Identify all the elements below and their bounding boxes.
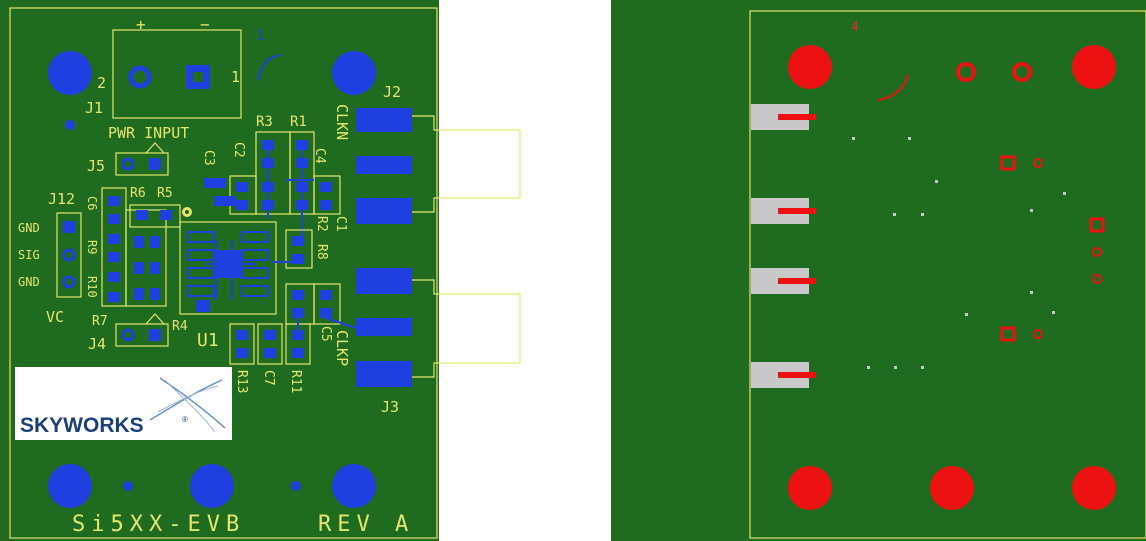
minus-label: −	[200, 15, 210, 34]
pin2-label: 2	[97, 74, 106, 92]
bottom-mounting-pad	[930, 466, 974, 510]
c1-label: C1	[333, 216, 348, 232]
bottom-mounting-pad	[788, 466, 832, 510]
r8-label: R8	[314, 244, 329, 260]
r3-label: R3	[256, 114, 273, 130]
c6-label: C6	[85, 196, 99, 210]
skyworks-logo: SKYWORKS ®	[15, 367, 232, 440]
j2-label: J2	[383, 83, 401, 101]
mounting-hole-bottom-right	[332, 464, 376, 508]
r4-label: R4	[172, 319, 188, 334]
c4-label: C4	[312, 148, 327, 164]
mounting-hole-bottom-left	[48, 464, 92, 508]
bottom-mounting-pad	[1072, 466, 1116, 510]
clkn-label: CLKN	[333, 104, 351, 140]
plus-label: +	[136, 15, 146, 34]
mounting-hole-top-right	[332, 51, 376, 95]
mounting-hole-bottom-center	[190, 464, 234, 508]
thru-hole-pad	[1012, 62, 1032, 82]
sma-connector-j2	[356, 108, 521, 224]
c5-label: C5	[318, 326, 333, 342]
sma-edge-fingers	[751, 104, 816, 388]
via-small	[65, 120, 75, 130]
sig-label: SIG	[18, 248, 40, 262]
bottom-mounting-pad	[1072, 45, 1116, 89]
tiny-vias	[852, 137, 1066, 369]
vc-label: VC	[46, 308, 64, 326]
corner-number: 4	[851, 20, 859, 35]
bottom-board-outline	[749, 10, 1146, 539]
via-small	[123, 481, 133, 491]
left-passives-column	[101, 187, 192, 307]
r9-label: R9	[85, 240, 99, 254]
via-small	[291, 481, 301, 491]
j1-label: J1	[85, 99, 103, 117]
ic-u1-footprint	[179, 221, 277, 315]
c7-label: C7	[261, 370, 276, 386]
r11-label: R11	[288, 370, 303, 393]
r13-label: R13	[234, 370, 249, 393]
r10-label: R10	[85, 276, 99, 298]
board-name: Si5XX-EVB	[72, 512, 245, 537]
r7-label: R7	[92, 314, 108, 329]
mounting-hole-top-left	[48, 51, 92, 95]
u1-label: U1	[197, 330, 219, 351]
j4-label: J4	[88, 335, 106, 353]
header-j12	[56, 212, 82, 298]
pwr-input-label: PWR INPUT	[108, 124, 189, 142]
top-board-outline	[9, 7, 438, 539]
header-j4	[115, 313, 169, 347]
lower-passives-block	[229, 283, 357, 365]
header-pads-bottom	[1000, 155, 1105, 342]
header-j5	[115, 142, 169, 176]
r2-label: R2	[314, 216, 329, 232]
clkp-label: CLKP	[333, 330, 351, 366]
upper-passives-block	[204, 131, 341, 269]
r1-label: R1	[290, 114, 307, 130]
c2-label: C2	[231, 142, 246, 158]
c3-label: C3	[201, 150, 216, 166]
j3-label: J3	[381, 398, 399, 416]
bottom-view-board: 4	[611, 0, 1146, 541]
j12-label: J12	[48, 190, 75, 208]
logo-registered-mark: ®	[182, 415, 188, 424]
r5-label: R5	[157, 186, 173, 201]
thru-hole-pad	[956, 62, 976, 82]
sma-connector-j3	[356, 268, 521, 387]
gnd-top-label: GND	[18, 221, 40, 235]
logo-wordmark: SKYWORKS	[20, 414, 144, 437]
board-revision: REV A	[318, 512, 414, 537]
top-view-board: + − 2 1 1 J1 PWR INPUT J2 J3 CLKN CLKP	[0, 0, 521, 541]
gnd-bottom-label: GND	[18, 275, 40, 289]
power-connector-j1	[112, 29, 281, 119]
bottom-board-substrate	[611, 0, 1146, 541]
bottom-mounting-pad	[788, 45, 832, 89]
pin1-arc-label: 1	[257, 29, 265, 44]
pin1-marker-arc	[877, 74, 909, 101]
j5-label: J5	[87, 157, 105, 175]
r6-label: R6	[130, 186, 146, 201]
pin1-label: 1	[231, 68, 240, 86]
